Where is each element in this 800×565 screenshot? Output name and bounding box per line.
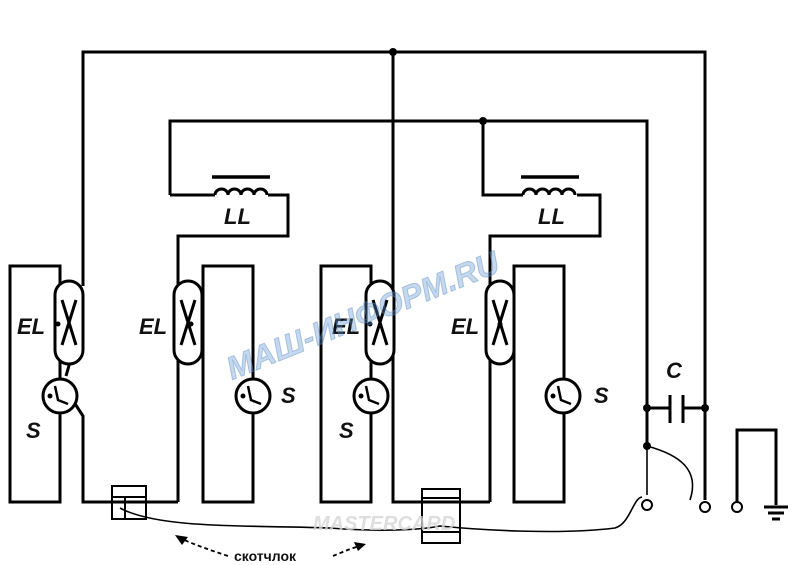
terminals [641,499,743,513]
junction-cap [643,442,651,450]
starter-3 [352,377,390,415]
wire-cap-curve [646,445,694,501]
wire-second-bus [168,119,649,408]
starter-dots [47,393,556,399]
lamp-tube-1 [53,279,85,366]
label-el-3: EL [332,314,360,339]
wire-scotch-bottom [119,496,643,533]
junction-dots [389,48,709,412]
starter-4 [544,377,582,415]
terminal-1 [641,499,653,511]
scotchlocks [111,485,461,544]
wire-ballast-2-feed [481,121,523,197]
scotchlock-note: скотчлок [234,548,297,564]
scotchlock-1 [111,485,147,520]
label-el-4: EL [451,314,479,339]
ballast-1 [212,175,270,196]
wire-ballast-1-out [176,193,290,282]
label-s-2: S [281,383,296,408]
label-el-2: EL [139,314,167,339]
thin-wires [119,445,694,533]
lamp-tubes [53,279,516,366]
lamp-tube-2 [172,279,204,366]
lamp-dots [55,321,503,327]
junction-second [479,117,487,125]
label-c: C [666,358,683,383]
lamp-tube-3 [364,279,396,366]
starter-1 [41,377,79,415]
label-ll-1: LL [224,204,251,229]
junction-cap-left [643,404,651,412]
junction-cap-right [701,404,709,412]
terminal-3 [731,501,743,513]
label-ll-2: LL [538,204,565,229]
ballasts [212,175,579,196]
watermark-footer: MASTERCARD [313,513,455,535]
wire-ground-frame [735,428,778,505]
wire-ballast-2-out [488,193,602,282]
terminal-2 [699,501,711,513]
label-el-1: EL [17,314,45,339]
arrowhead-left [175,535,188,545]
junction-top [389,48,397,56]
arrow-left [179,537,229,557]
starter-2 [234,377,272,415]
wire-lamp3-top [391,52,490,504]
arrowheads [175,535,366,551]
scotchlock-2 [421,488,461,544]
arrows [179,537,361,557]
arrow-right [332,545,361,557]
label-s-4: S [594,383,609,408]
ballast-2 [521,175,579,196]
label-s-3: S [339,418,354,443]
capacitor [668,395,685,423]
label-s-1: S [26,418,41,443]
arrowhead-right [354,542,366,551]
starters [41,377,582,415]
